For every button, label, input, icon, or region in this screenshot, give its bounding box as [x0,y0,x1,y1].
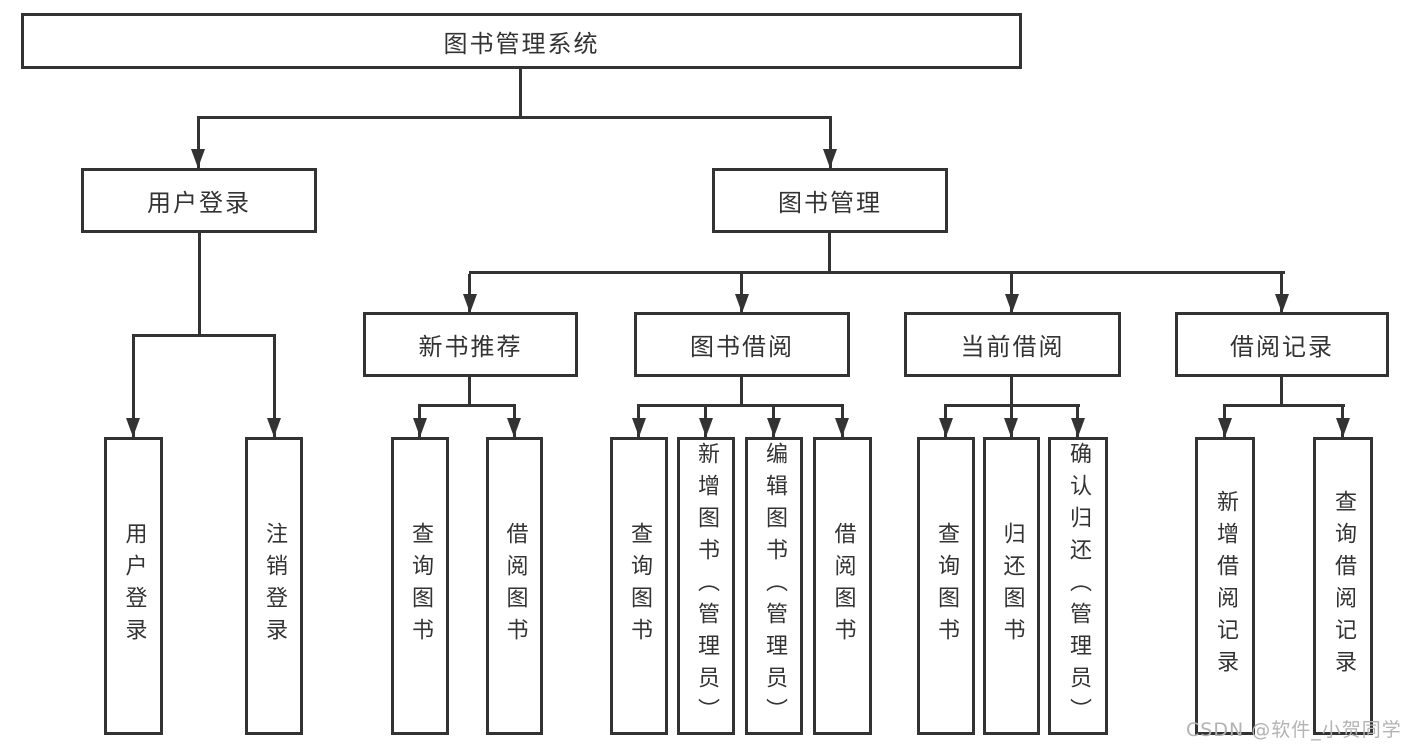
connector-user-login-stub [198,233,201,336]
connector-stem-borrow-record [1280,274,1283,313]
connector-stem-new-book [468,274,471,313]
arrow-down-icon [1218,418,1232,437]
connector-current-borrow-hline [944,404,1080,407]
leaf-add-borrow-record-label: 新增借阅记录 [1213,490,1238,682]
arrow-down-icon [1004,418,1018,437]
arrow-down-icon [1071,418,1085,437]
leaf-query-books-current: 查询图书 [917,437,975,735]
arrow-down-icon [939,418,953,437]
connector-borrow-record-stub [1280,377,1283,407]
arrow-down-icon [413,418,427,437]
leaf-return-books: 归还图书 [983,437,1040,735]
node-book-borrow-label: 图书借阅 [690,333,794,361]
leaf-query-books-recommend: 查询图书 [391,437,449,735]
leaf-borrow-books-recommend: 借阅图书 [486,437,543,735]
connector-book-mgmt-hline [469,271,1285,274]
leaf-query-borrow-record: 查询借阅记录 [1313,437,1373,735]
connector-book-borrow-hline [637,404,844,407]
arrow-down-icon [507,418,521,437]
leaf-edit-books-admin-label: 编辑图书（管理员） [762,442,787,730]
leaf-return-books-label: 归还图书 [999,522,1025,650]
csdn-watermark: CSDN @软件_小贺同学 [1186,719,1402,741]
arrow-down-icon [126,418,140,437]
node-user-login: 用户登录 [81,168,317,233]
connector-current-borrow-stub [1010,377,1013,407]
connector-root-hline [197,116,832,119]
leaf-confirm-return-admin-label: 确认归还（管理员） [1066,442,1091,730]
connector-book-mgmt-stub [828,233,831,274]
node-root-label: 图书管理系统 [443,29,600,58]
arrow-down-icon [1336,418,1350,437]
leaf-borrow-books-recommend-label: 借阅图书 [502,522,528,650]
node-borrow-record: 借阅记录 [1175,312,1389,377]
arrow-down-icon [632,418,646,437]
connector-stem-book-mgmt [829,119,832,168]
leaf-add-books-admin: 新增图书（管理员） [677,437,735,735]
arrow-down-icon [823,149,837,168]
connector-stem-leaf-logout [273,337,276,437]
node-new-book-recommend-label: 新书推荐 [418,333,523,361]
leaf-logout: 注销登录 [245,437,303,735]
arrow-down-icon [767,418,781,437]
leaf-confirm-return-admin: 确认归还（管理员） [1048,437,1108,735]
node-current-borrow: 当前借阅 [904,312,1121,377]
connector-root-stub [519,68,522,118]
node-book-management-label: 图书管理 [778,189,882,217]
leaf-add-books-admin-label: 新增图书（管理员） [694,442,719,730]
leaf-query-books-recommend-label: 查询图书 [408,522,433,650]
node-user-login-label: 用户登录 [147,189,251,217]
connector-new-book-stub [468,377,471,407]
node-book-borrow: 图书借阅 [634,312,850,377]
node-current-borrow-label: 当前借阅 [960,333,1065,361]
arrow-down-icon [1275,294,1289,313]
node-borrow-record-label: 借阅记录 [1230,333,1334,361]
connector-new-book-hline [418,404,516,407]
leaf-add-borrow-record: 新增借阅记录 [1195,437,1255,735]
leaf-borrow-books-label: 借阅图书 [830,522,856,650]
arrow-down-icon [699,418,713,437]
arrow-down-icon [267,418,281,437]
arrow-down-icon [735,294,749,313]
connector-borrow-record-hline [1223,404,1345,407]
connector-book-borrow-stub [740,377,743,407]
leaf-logout-label: 注销登录 [262,522,287,650]
node-book-management: 图书管理 [712,168,948,233]
connector-stem-current-borrow [1010,274,1013,313]
arrow-down-icon [835,418,849,437]
connector-stem-book-borrow [740,274,743,313]
leaf-query-books-borrow-label: 查询图书 [627,522,652,650]
connector-user-login-hline [132,334,276,337]
leaf-user-login: 用户登录 [104,437,163,735]
arrow-down-icon [463,294,477,313]
node-root-library-system: 图书管理系统 [21,13,1022,69]
leaf-query-borrow-record-label: 查询借阅记录 [1331,490,1356,682]
leaf-query-books-borrow: 查询图书 [610,437,668,735]
connector-stem-user-login [197,119,200,168]
arrow-down-icon [1005,294,1019,313]
leaf-edit-books-admin: 编辑图书（管理员） [745,437,803,735]
connector-stem-leaf-user-login [132,337,135,437]
leaf-borrow-books: 借阅图书 [813,437,872,735]
arrow-down-icon [191,149,205,168]
node-new-book-recommend: 新书推荐 [363,312,578,377]
leaf-user-login-label: 用户登录 [121,522,147,650]
leaf-query-books-current-label: 查询图书 [934,522,959,650]
